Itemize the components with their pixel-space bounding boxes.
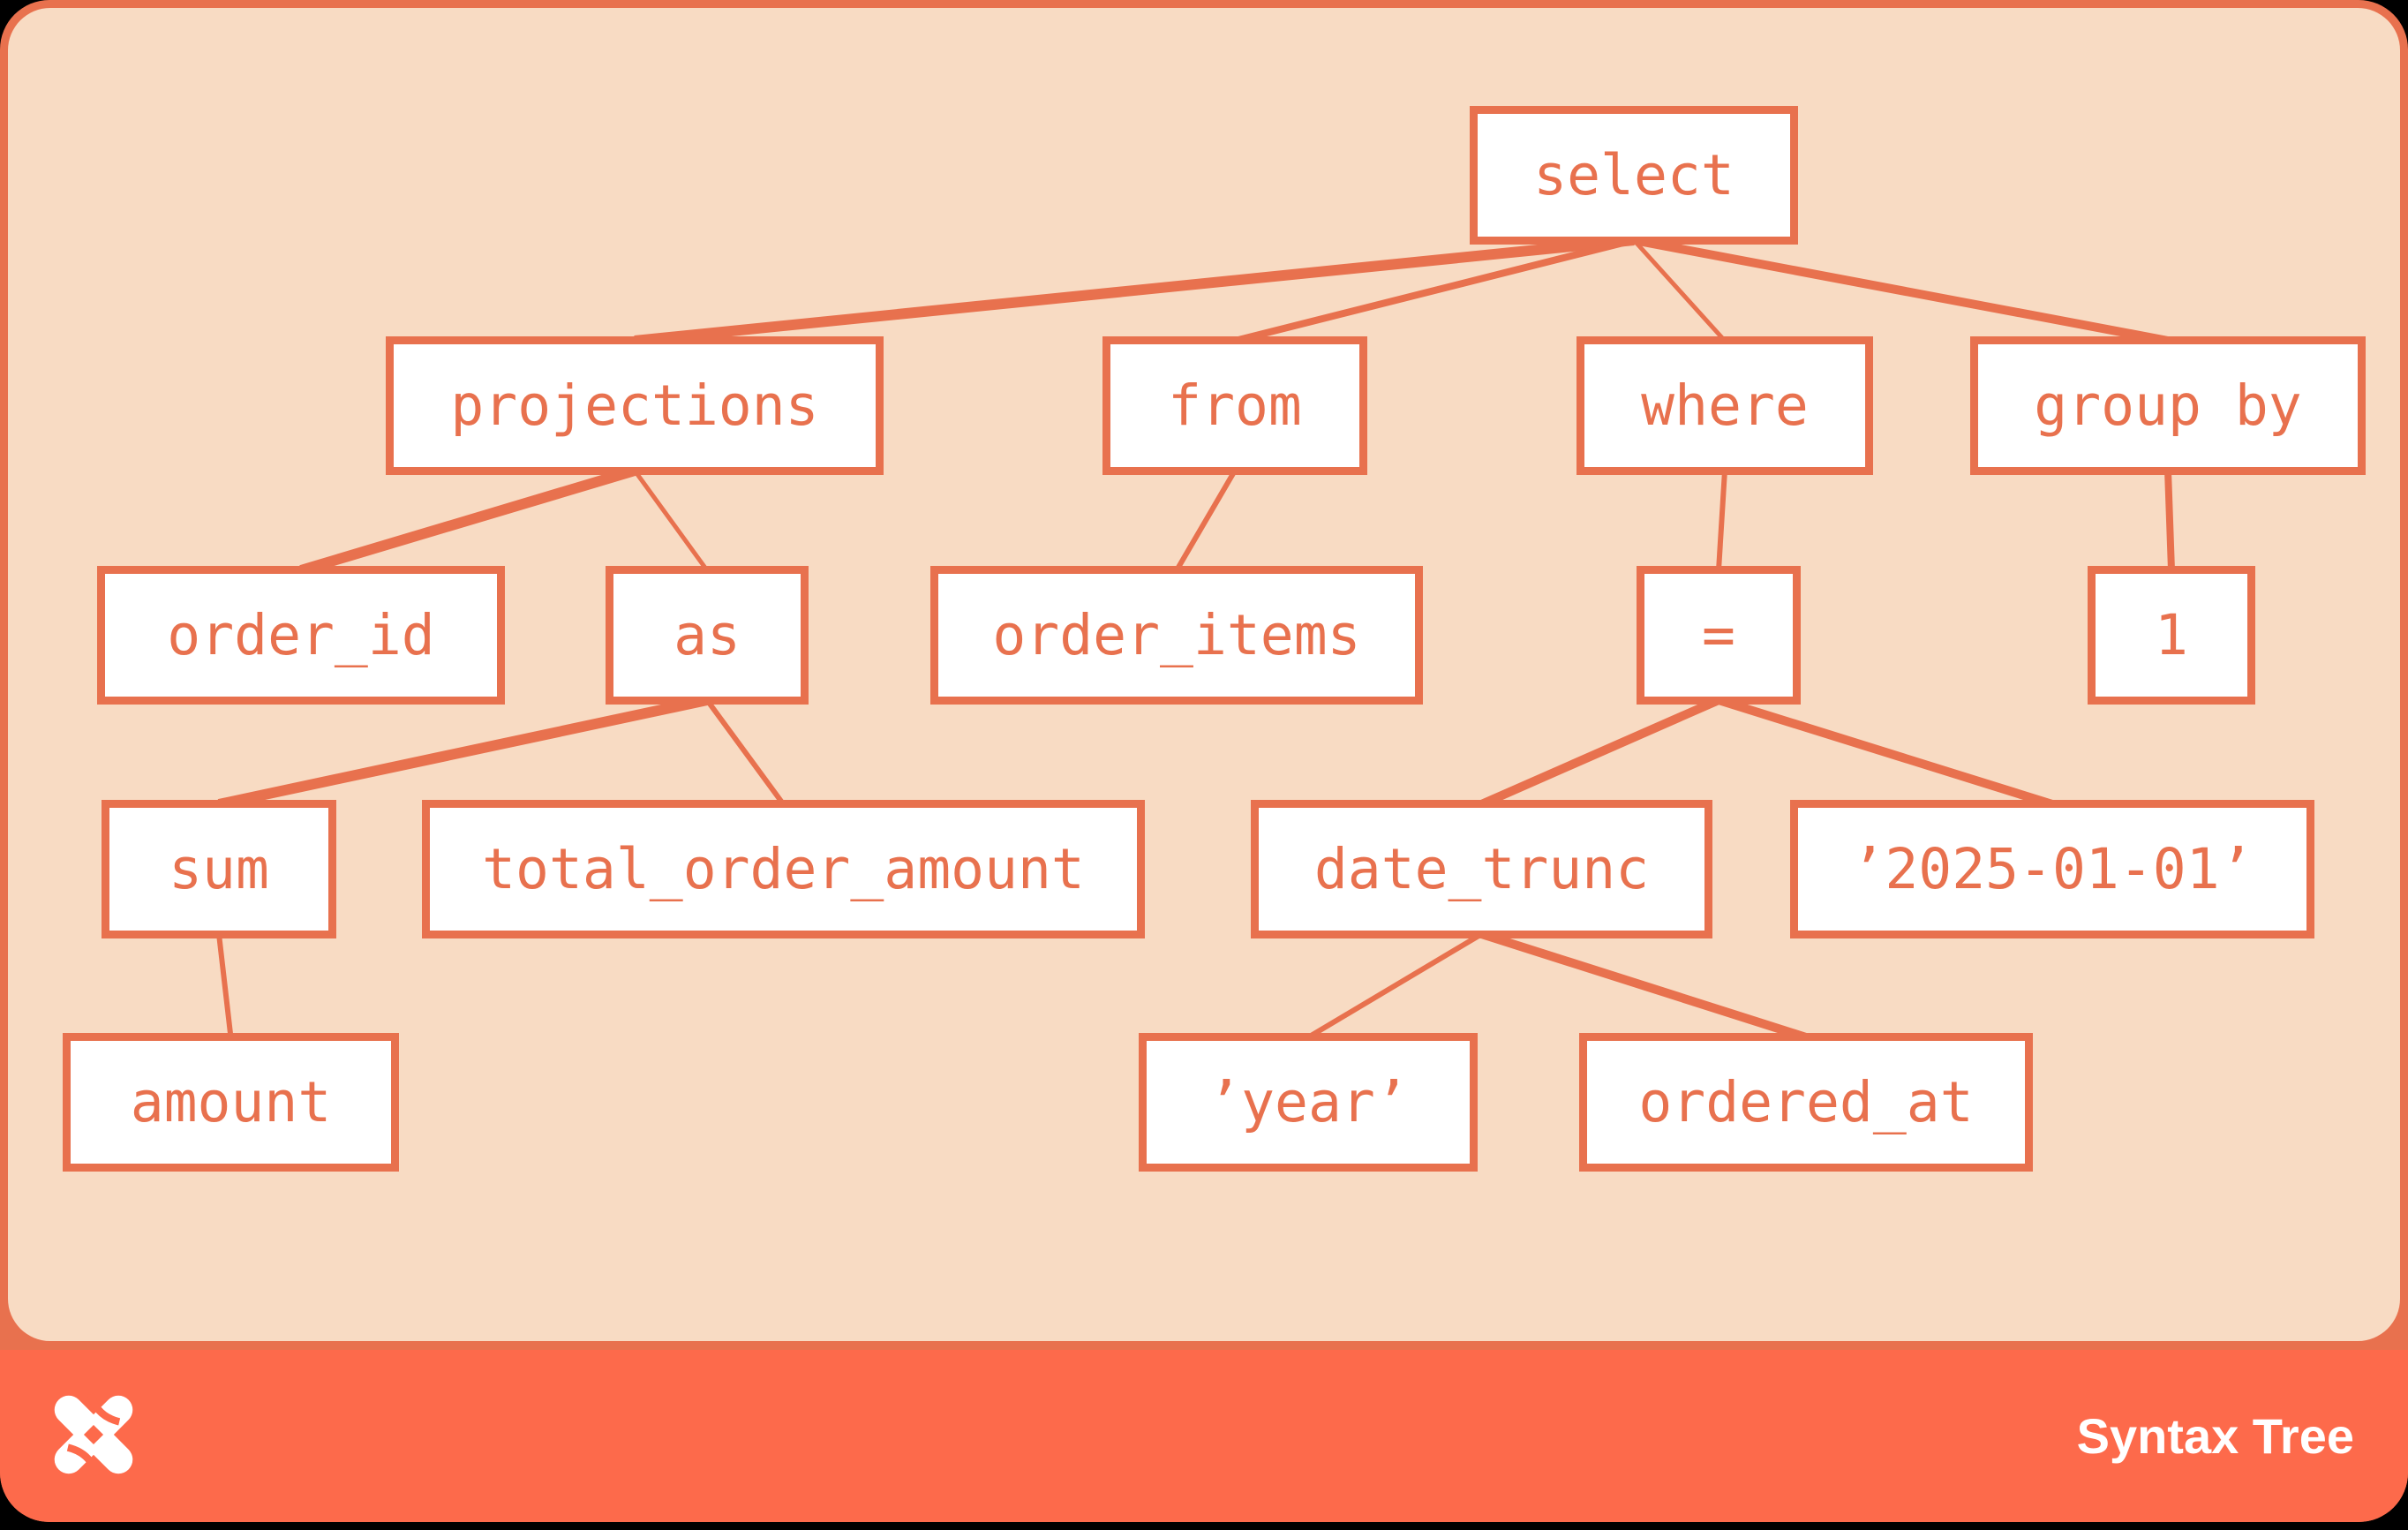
tree-node-year_literal: ’year’ — [1139, 1033, 1478, 1172]
edge-sum-amount — [216, 933, 234, 1038]
tree-node-label: order_items — [992, 603, 1361, 667]
edge-date_trunc-year_literal — [1306, 931, 1484, 1040]
tree-node-label: group by — [2034, 373, 2302, 438]
tree-node-label: select — [1533, 143, 1735, 207]
edge-projections-as — [632, 469, 710, 572]
tree-node-ordered_at: ordered_at — [1579, 1033, 2033, 1172]
tree-node-label: ’year’ — [1208, 1070, 1409, 1134]
tree-node-date_trunc: date_trunc — [1251, 800, 1712, 938]
footer-bar: Syntax Tree — [0, 1350, 2408, 1522]
edge-eq-date_trunc — [1479, 696, 1721, 809]
edge-date_trunc-ordered_at — [1479, 930, 1808, 1042]
tree-node-from: from — [1102, 336, 1367, 475]
tree-node-order_id: order_id — [97, 566, 505, 705]
tree-node-label: date_trunc — [1313, 837, 1650, 901]
tree-node-order_items: order_items — [930, 566, 1423, 705]
tree-node-date_literal: ’2025-01-01’ — [1790, 800, 2314, 938]
tree-node-sum: sum — [102, 800, 336, 938]
tree-node-one: 1 — [2088, 566, 2255, 705]
pinwheel-x-logo-icon — [54, 1392, 133, 1477]
edge-eq-date_literal — [1717, 696, 2054, 809]
edge-select-from — [1234, 237, 1635, 344]
tree-node-label: as — [673, 603, 741, 667]
edge-projections-order_id — [299, 465, 636, 576]
tree-node-group_by: group by — [1970, 336, 2366, 475]
tree-node-label: amount — [130, 1070, 332, 1134]
tree-node-where: where — [1576, 336, 1873, 475]
edge-select-where — [1632, 238, 1727, 343]
tree-node-projections: projections — [386, 336, 884, 475]
tree-node-label: = — [1702, 603, 1735, 667]
edge-as-total_order_amount — [704, 698, 786, 806]
tree-node-label: where — [1641, 373, 1809, 438]
tree-node-label: from — [1168, 373, 1302, 438]
tree-node-amount: amount — [63, 1033, 399, 1172]
tree-node-label: sum — [169, 837, 269, 901]
tree-node-label: 1 — [2155, 603, 2188, 667]
edge-as-sum — [217, 695, 709, 810]
edge-select-group_by — [1633, 236, 2169, 345]
tree-node-as: as — [606, 566, 809, 705]
tree-edges — [216, 235, 2175, 1042]
tree-node-label: projections — [450, 373, 819, 438]
edge-select-projections — [634, 235, 1635, 346]
tree-node-eq: = — [1637, 566, 1801, 705]
tree-node-label: total_order_amount — [482, 837, 1085, 901]
tree-node-label: ordered_at — [1638, 1070, 1974, 1134]
tree-node-label: ’2025-01-01’ — [1851, 837, 2254, 901]
footer-title: Syntax Tree — [2076, 1408, 2354, 1464]
edge-from-order_items — [1174, 469, 1238, 572]
tree-node-select: select — [1470, 106, 1798, 245]
tree-node-total_order_amount: total_order_amount — [422, 800, 1145, 938]
tree-node-label: order_id — [167, 603, 435, 667]
edge-group_by-one — [2164, 470, 2175, 571]
tree-panel: select projections from where group by order_… — [8, 8, 2400, 1341]
edge-where-eq — [1716, 470, 1727, 571]
